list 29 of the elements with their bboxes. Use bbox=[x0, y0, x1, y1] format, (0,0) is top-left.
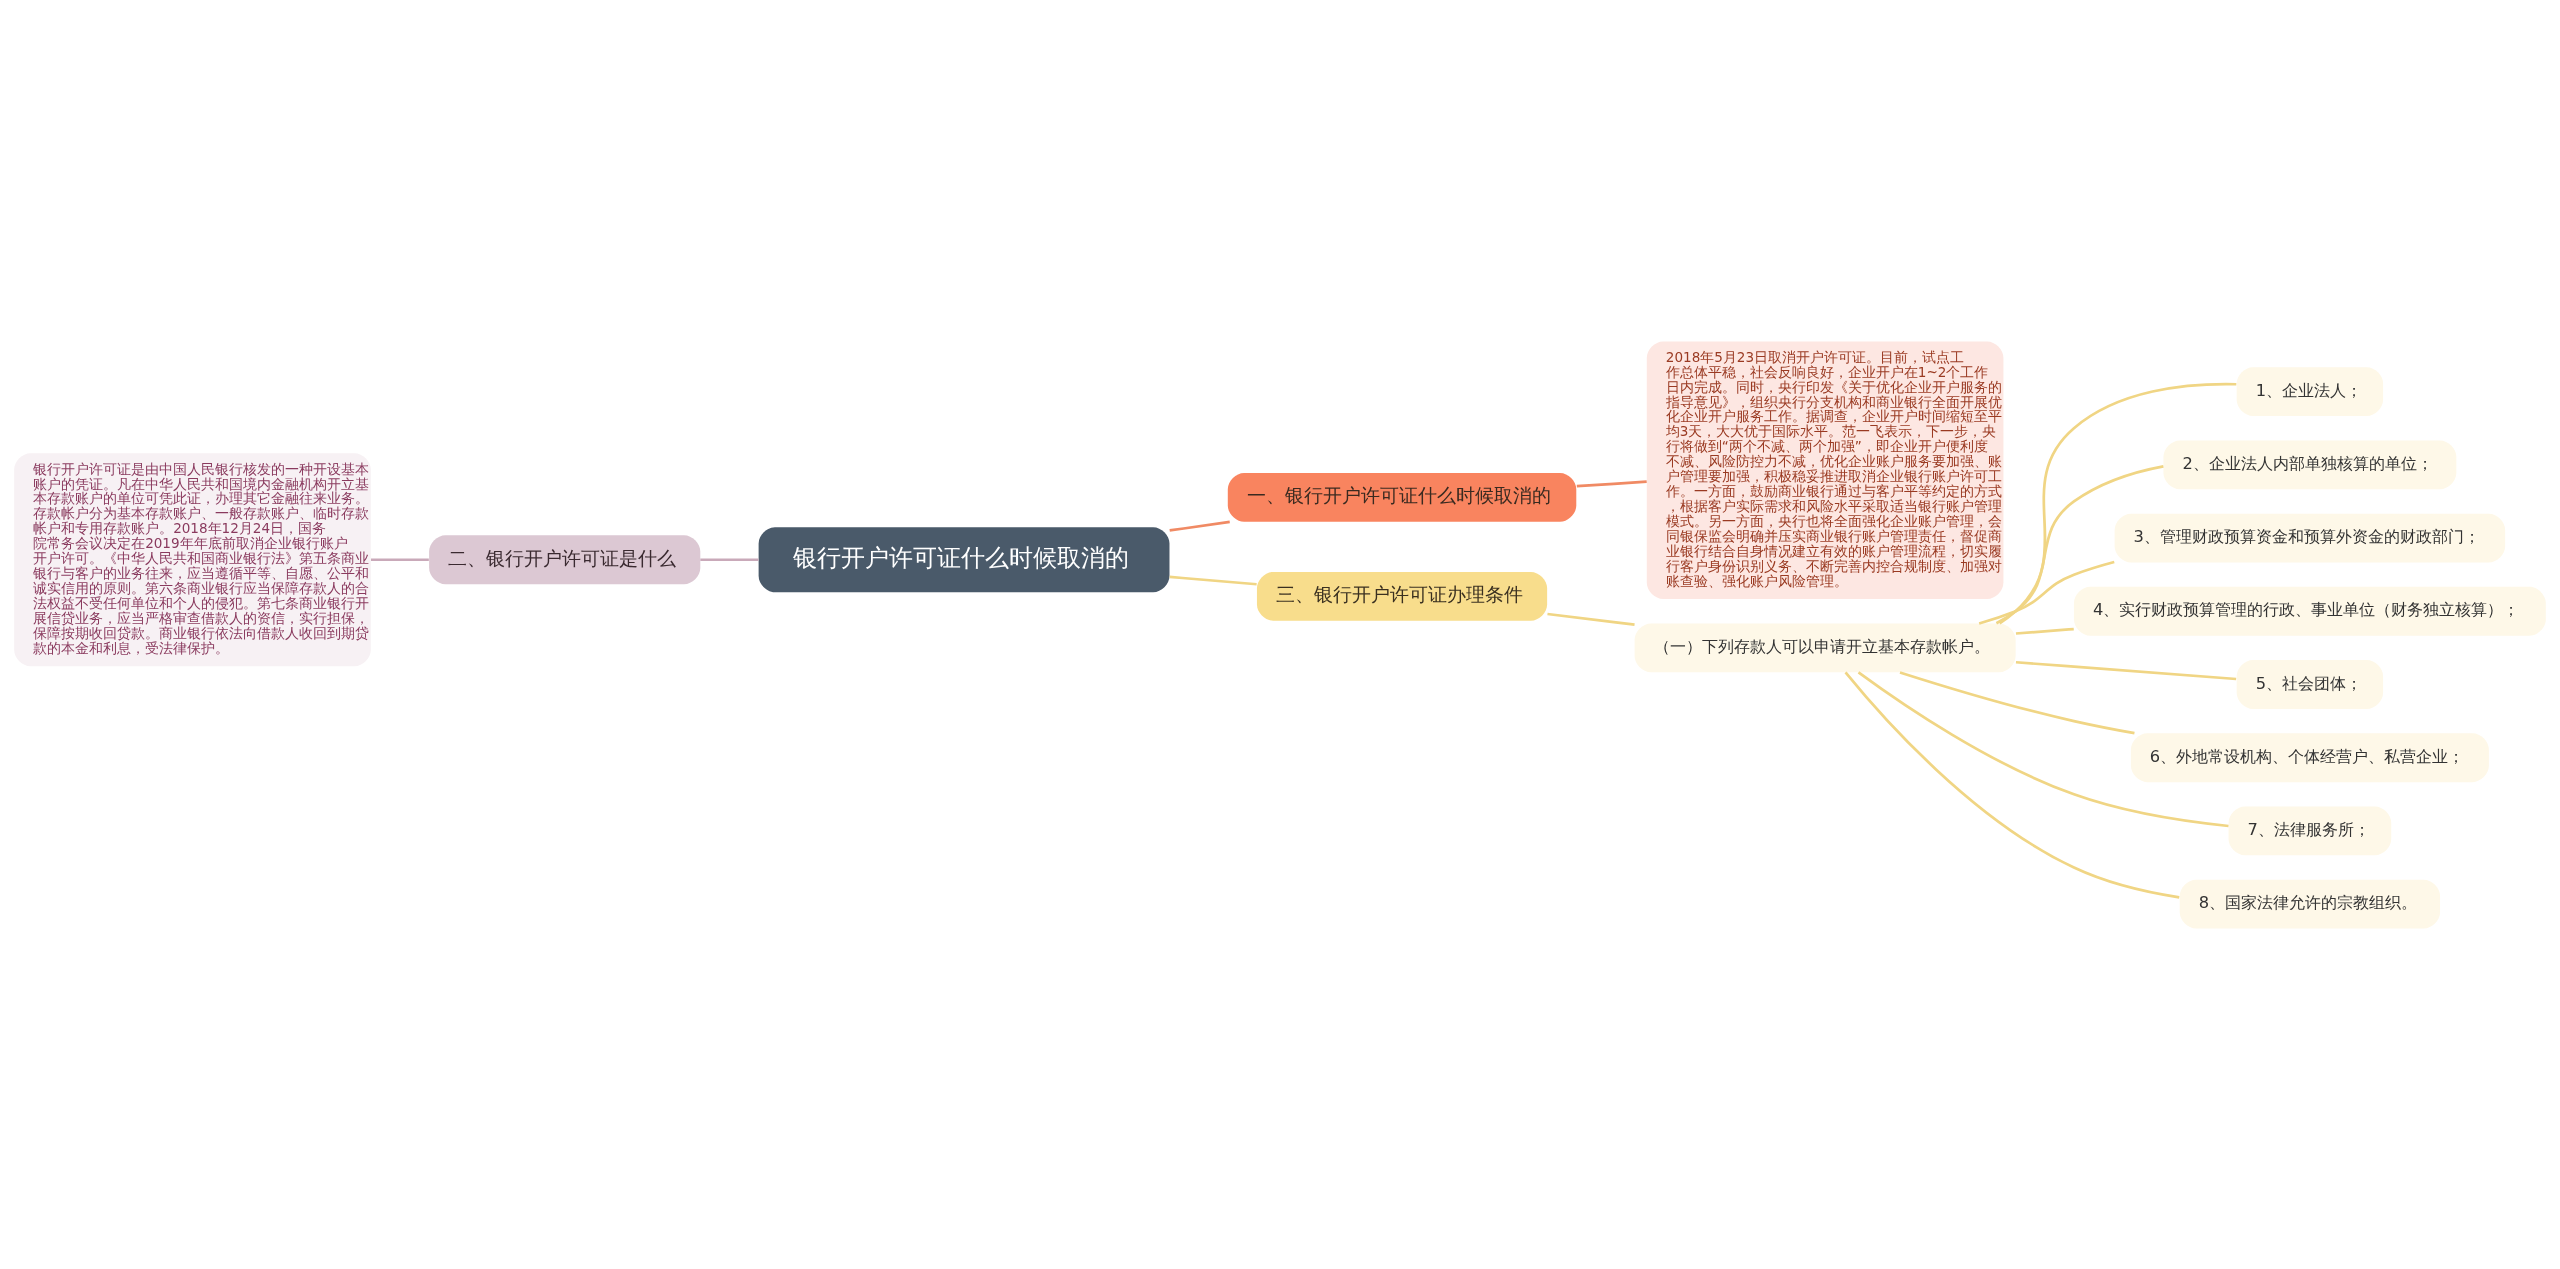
connector bbox=[1995, 464, 2164, 624]
node-box: 三、银行开户许可证办理条件 bbox=[1256, 571, 1548, 621]
connector bbox=[1547, 612, 1635, 626]
connector bbox=[371, 557, 429, 561]
node-box: 8、国家法律允许的宗教组织。 bbox=[2179, 879, 2441, 929]
connector bbox=[1899, 670, 2135, 735]
connector bbox=[700, 557, 759, 561]
connector bbox=[2015, 627, 2074, 635]
node-box: 2、企业法人内部单独核算的单位； bbox=[2163, 439, 2457, 489]
connector bbox=[1998, 382, 2237, 624]
connector bbox=[1857, 670, 2229, 827]
node-box: 二、银行开户许可证是什么 bbox=[429, 534, 701, 584]
connector bbox=[2015, 660, 2237, 680]
node-box: 1、企业法人； bbox=[2236, 366, 2384, 416]
connector bbox=[1978, 560, 2115, 625]
node-box: 5、社会团体； bbox=[2236, 659, 2384, 709]
node-box: 4、实行财政预算管理的行政、事业单位（财务独立核算）； bbox=[2073, 586, 2546, 636]
node-box: 7、法律服务所； bbox=[2228, 806, 2392, 855]
connector bbox=[1576, 479, 1647, 488]
node-box: （一）下列存款人可以申请开立基本存款帐户。 bbox=[1634, 622, 2016, 672]
connector bbox=[1844, 670, 2180, 899]
node-box: 3、管理财政预算资金和预算外资金的财政部门； bbox=[2114, 513, 2506, 562]
node-box: 2018年5月23日取消开户许可证。目前，试点工作总体平稳，社会反响良好，企业开户在1~2个工作日内完成。同时，央行印发《关于优化企业开户服务的指导意见》，组织央行分支机构和商业银行全面开展优化企业开户服务工作。据调查，企业开户时间缩短至平均3天，大大优于国际水平。范一飞表示，下一步，央行将做到“两个不减、两个加强”，即企业开户便利度不减、风险防控力不减，优化企业账户服务要加强、账户管理要加强，积极稳妥推进取消企业银行账户许可工作。一方面，鼓励商业银行通过与客户平等约定的方式，根据客户实际需求和风险水平采取适当银行账户管理模式。另一方面，央行也将全面强化企业账户管理，会同银保监会明确并压实商业银行账户管理责任，督促商业银行结合自身情况建立有效的账户管理流程，切实履行客户身份识别义务、不断完善内控合规制度、加强对账查验、强化账户风险管理。 bbox=[1646, 340, 2004, 599]
node-box: 银行开户许可证什么时候取消的 bbox=[758, 526, 1170, 592]
node-box: 6、外地常设机构、个体经营户、私营企业； bbox=[2130, 732, 2489, 782]
connector bbox=[1169, 520, 1230, 532]
node-box: 银行开户许可证是由中国人民银行核发的一种开设基本账户的凭证。凡在中华人民共和国境内金融机构开立基本存款账户的单位可凭此证，办理其它金融往来业务。存款帐户分为基本存款账户、一般存款账户、临时存款帐户和专用存款账户。2018年12月24日，国务院常务会议决定在2019年年底前取消企业银行账户开户许可。《中华人民共和国商业银行法》第五条商业银行与客户的业务往来，应当遵循平等、自愿、公平和诚实信用的原则。第六条商业银行应当保障存款人的合法权益不受任何单位和个人的侵犯。第七条商业银行开展信贷业务，应当严格审查借款人的资信，实行担保，保障按期收回贷款。商业银行依法向借款人收回到期贷款的本金和利息，受法律保护。 bbox=[14, 452, 371, 666]
node-box: 一、银行开户许可证什么时候取消的 bbox=[1227, 472, 1577, 522]
connector bbox=[1169, 575, 1257, 586]
